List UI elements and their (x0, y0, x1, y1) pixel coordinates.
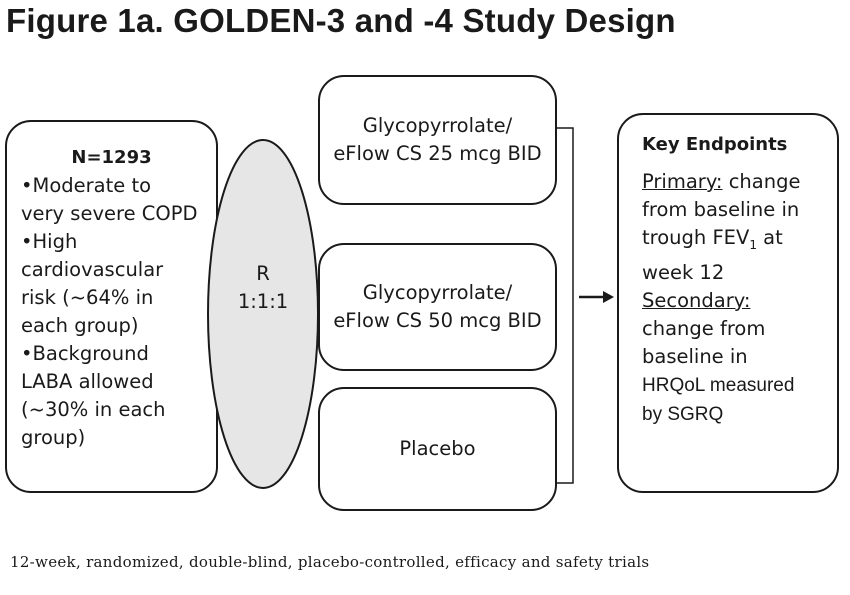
secondary-text: by SGRQ (642, 403, 724, 425)
secondary-label: Secondary: (642, 288, 751, 312)
primary-label: Primary: (642, 170, 723, 193)
primary-text: change (722, 170, 801, 193)
primary-text: from baseline in (642, 198, 800, 221)
population-box: N=1293 •Moderate to very severe COPD •Hi… (5, 120, 218, 493)
arm-placebo: Placebo (318, 387, 557, 511)
secondary-text: HRQoL measured (642, 374, 795, 396)
secondary-text: baseline in (642, 344, 748, 368)
key-endpoints-box: Key Endpoints Primary: change from basel… (617, 113, 839, 493)
figure-footnote: 12-week, randomized, double-blind, place… (10, 553, 650, 571)
primary-text: trough FEV (642, 226, 750, 249)
arm-glycopyrrolate-50: Glycopyrrolate/ eFlow CS 50 mcg BID (318, 243, 557, 371)
figure-title: Figure 1a. GOLDEN-3 and -4 Study Design (6, 2, 676, 39)
endpoints-header: Key Endpoints (642, 134, 788, 155)
arms-bracket-arrow (557, 127, 614, 484)
primary-text: week 12 (642, 260, 725, 284)
sample-size: N=1293 (71, 147, 152, 168)
secondary-endpoint: Secondary: change from baseline in HRQoL… (642, 287, 837, 429)
inclusion-criterion-cv-risk: •High cardiovascular risk (~64% in each … (21, 230, 164, 337)
primary-endpoint: Primary: change from baseline in trough … (642, 168, 837, 287)
fev-subscript: 1 (749, 237, 757, 252)
secondary-text: change from (642, 316, 766, 340)
randomization-label: R 1:1:1 (237, 262, 289, 313)
primary-text: at (756, 226, 783, 249)
inclusion-criterion-laba: •Background LABA allowed (~30% in each g… (21, 342, 166, 449)
arm-glycopyrrolate-25: Glycopyrrolate/ eFlow CS 25 mcg BID (318, 75, 557, 205)
inclusion-criterion-copd: •Moderate to very severe COPD (21, 174, 198, 225)
